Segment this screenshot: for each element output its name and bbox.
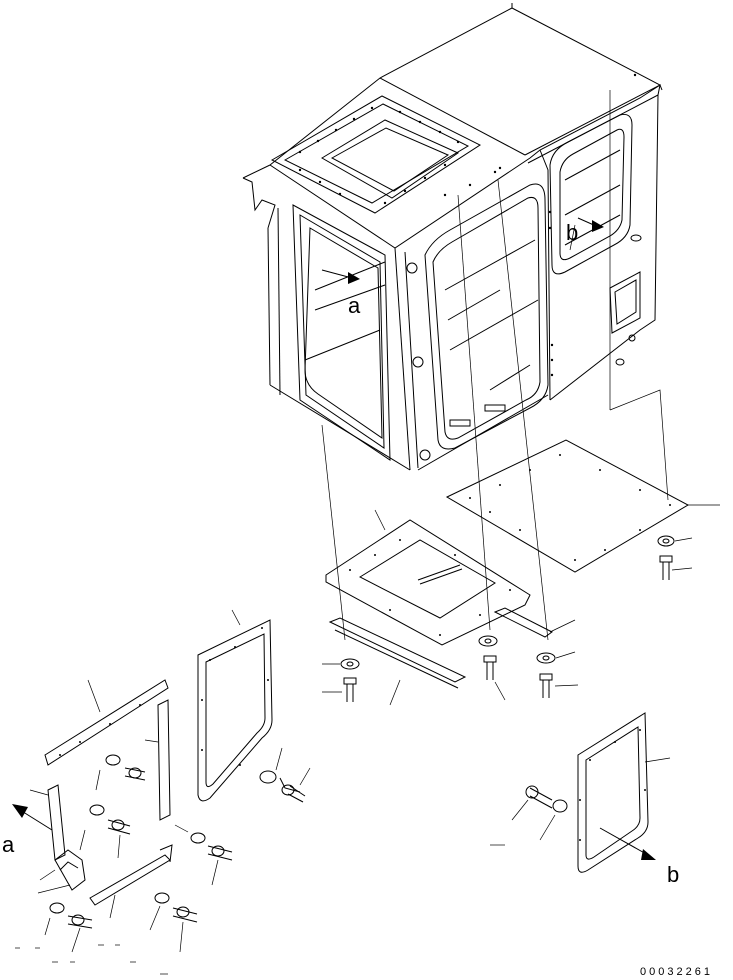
fasteners-left [44,824,233,953]
view-label-b-lower: b [667,862,679,887]
view-label-a-upper: a [348,293,361,318]
drawing-code: 00032261 [640,966,713,978]
view-label-a-lower: a [2,832,15,857]
floor-plate-right [445,439,720,573]
left-vertical-strip [144,699,171,821]
lower-angle-bar [89,844,173,919]
floor-plate-center [325,509,531,646]
assembly-leader-lines [321,90,669,641]
side-cover-panel [197,609,311,803]
rear-cover-panel [490,712,671,873]
left-upper-plate [44,679,169,791]
view-label-b-upper: b [566,220,578,245]
left-mid-plate [29,784,131,861]
tick-marks [15,944,168,975]
fasteners-center [322,535,693,702]
stiffener-bars [328,607,576,706]
operator-cab [242,3,663,471]
view-a-bracket [12,804,86,894]
